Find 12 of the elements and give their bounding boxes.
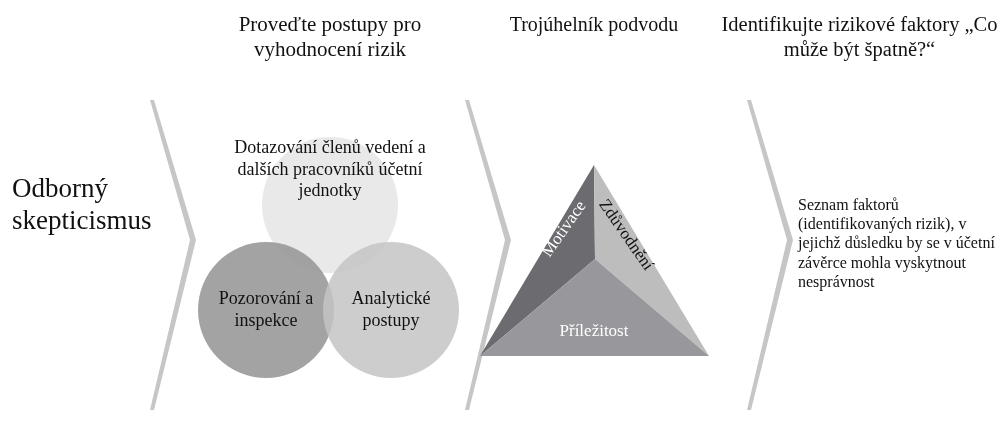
column-heading: Identifikujte rizikové faktory „Co může být špatně?“ — [720, 12, 999, 62]
description-text: Seznam faktorů (identifikovaných rizik), v jejichž důsledku by se v účetní závěrce mohla vyskytnout nesprávnost — [798, 195, 996, 291]
column-heading: Proveďte postupy pro vyhodnocení rizik — [237, 12, 423, 63]
column-heading: Trojúhelník podvodu — [508, 12, 680, 36]
circle-label: Pozorování a inspekce — [217, 288, 315, 332]
chevron-arrow — [150, 100, 196, 410]
chevron-arrow — [747, 100, 793, 410]
segment-label: Příležitost — [559, 320, 629, 342]
step-heading: Odborný skepticismus — [12, 172, 152, 237]
circle-label: Dotazování členů vedení a dalších pracovníků účetní jednotky — [233, 137, 427, 202]
circle-label: Analytické postupy — [350, 288, 432, 332]
chevron-arrow — [465, 100, 511, 410]
